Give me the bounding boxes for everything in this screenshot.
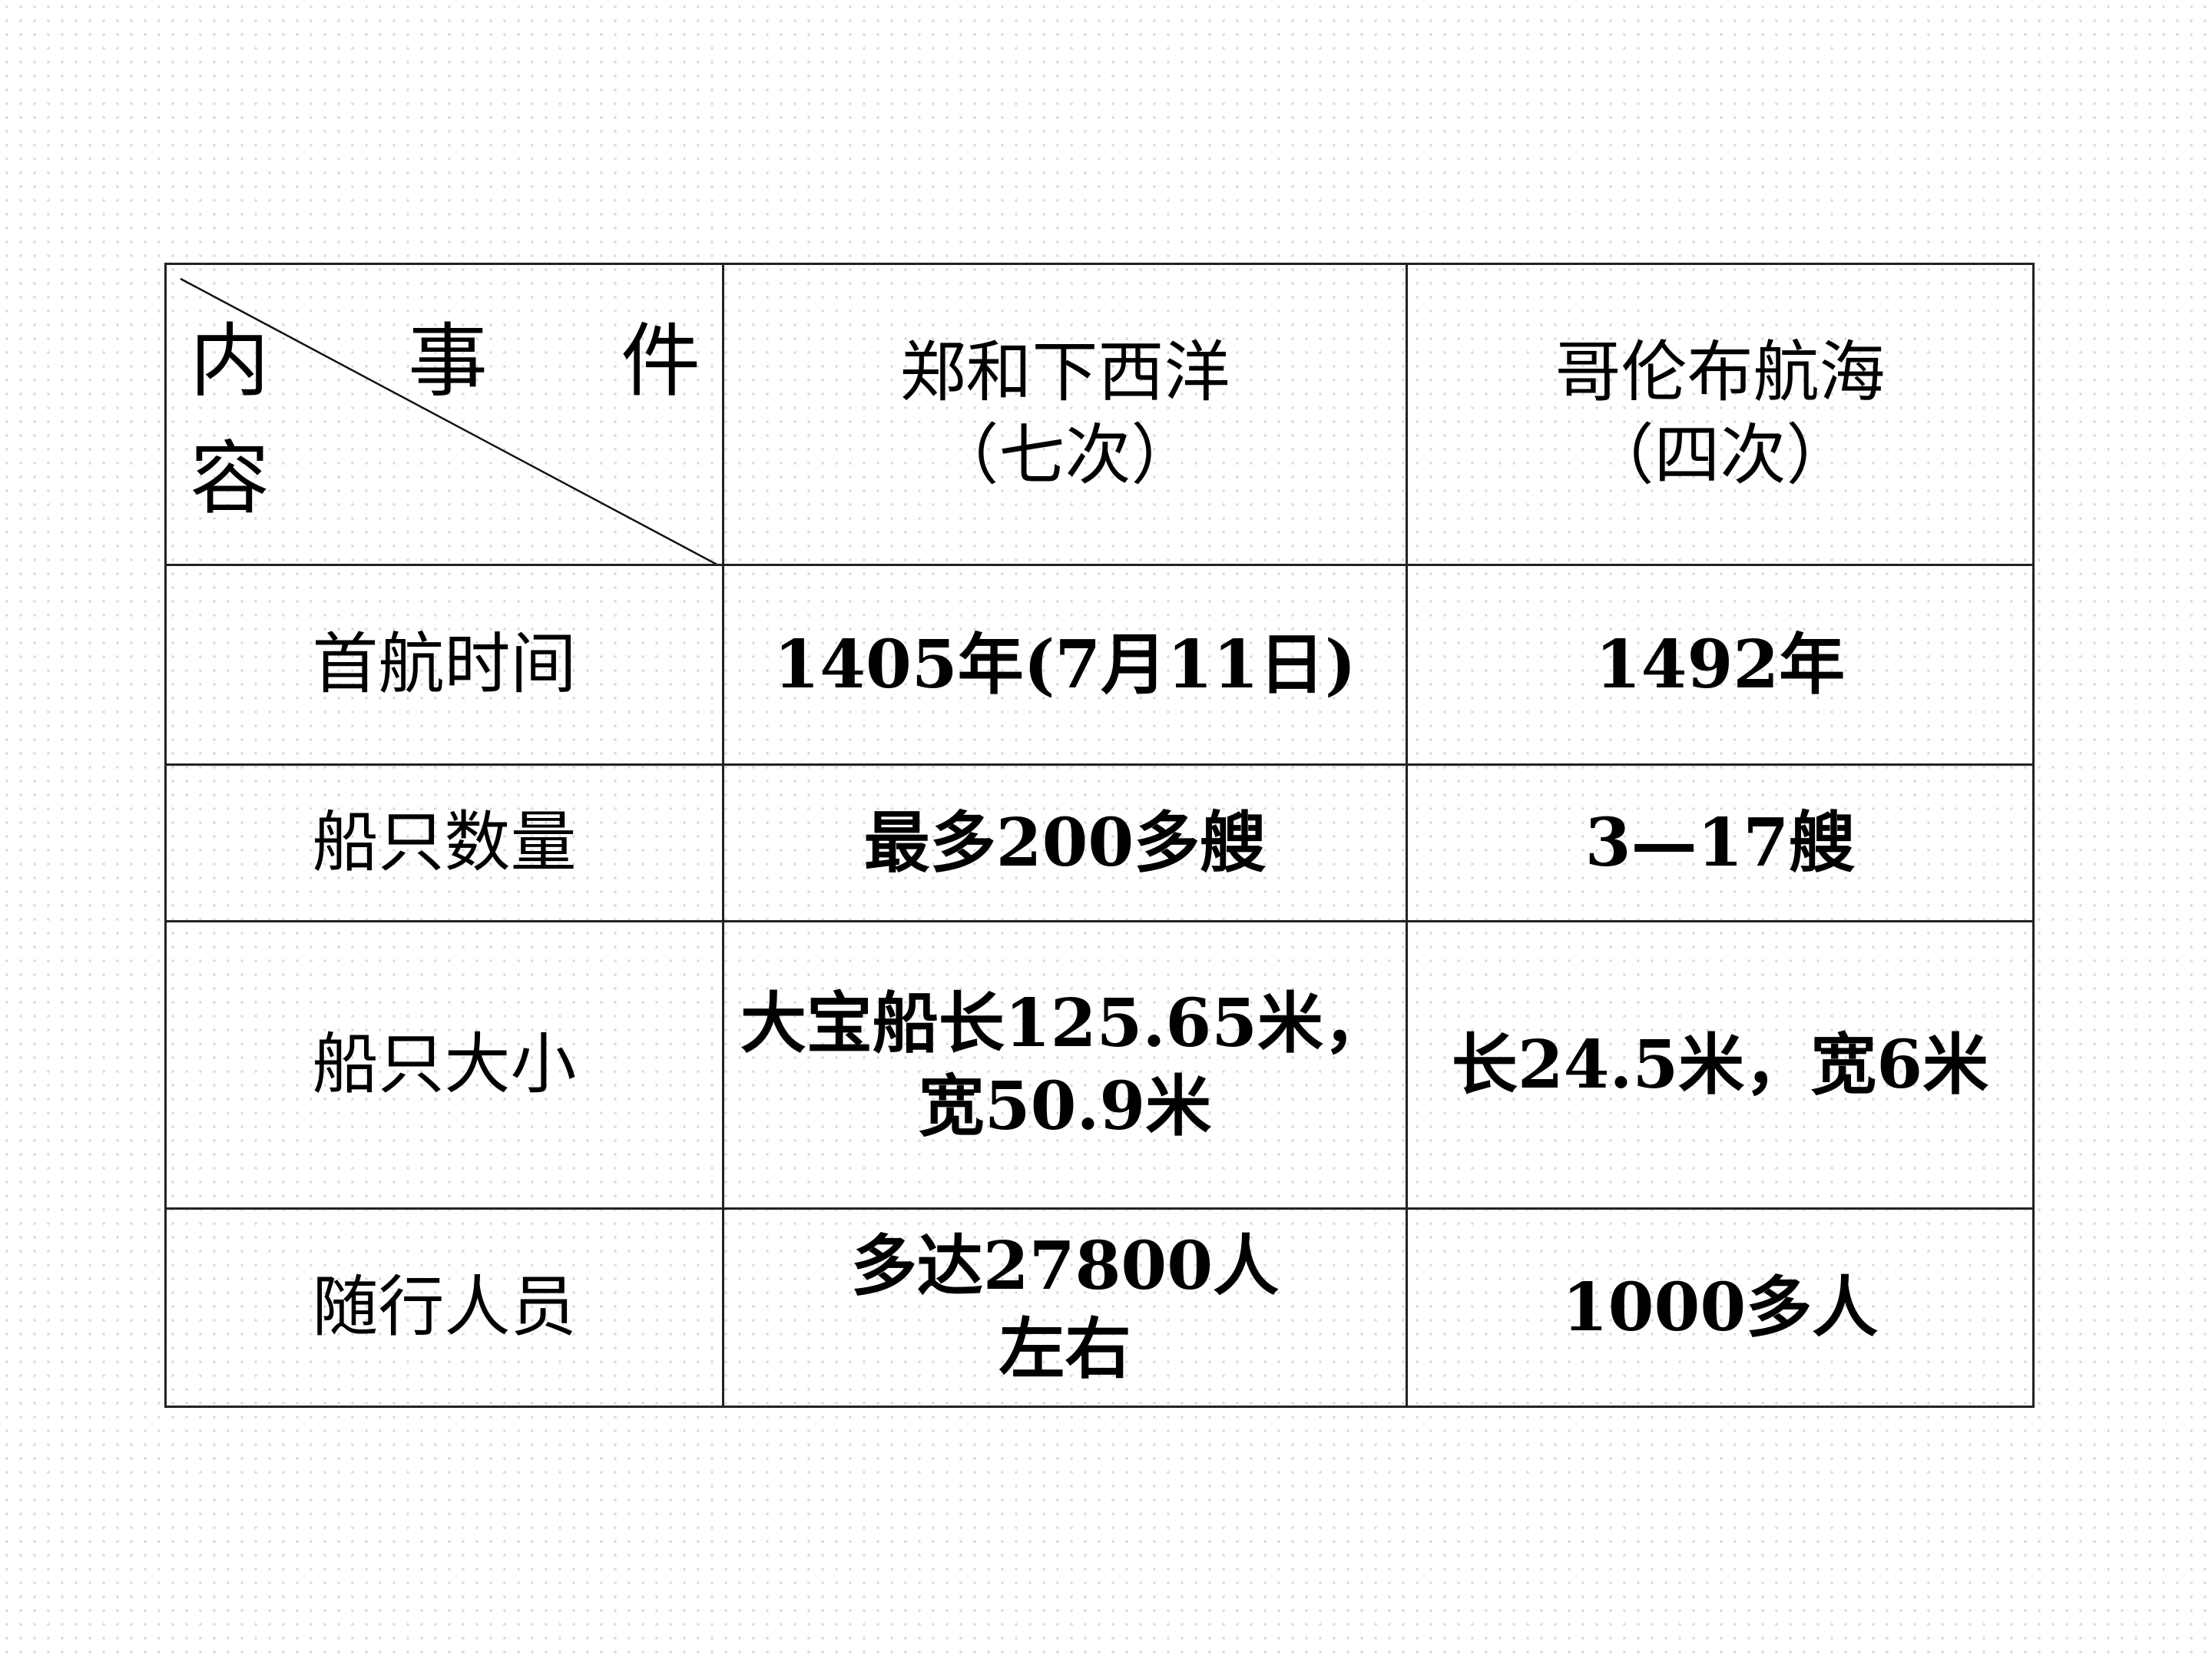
cell-columbus: 1492年 xyxy=(1406,564,2035,766)
row-label: 随行人员 xyxy=(164,1207,724,1408)
column-note: （四次） xyxy=(1588,416,1853,494)
corner-header-cell: 内 事 件 容 xyxy=(164,263,724,566)
cell-line: 多达27800人 xyxy=(850,1227,1280,1305)
corner-top-labels: 内 事 件 xyxy=(190,311,700,411)
column-note: （七次） xyxy=(932,416,1197,494)
cell-line: 长24.5米，宽6米 xyxy=(1451,1025,1989,1104)
column-header-columbus: 哥伦布航海 （四次） xyxy=(1406,263,2035,566)
cell-columbus: 3—17艘 xyxy=(1406,763,2035,922)
cell-columbus: 长24.5米，宽6米 xyxy=(1406,920,2035,1210)
corner-label-content-top: 内 xyxy=(190,314,270,408)
table-row: 首航时间 1405年(7月11日) 1492年 xyxy=(164,564,2035,766)
table-row: 船只数量 最多200多艘 3—17艘 xyxy=(164,763,2035,922)
table-header-row: 内 事 件 容 郑和下西洋 （七次） 哥伦布航海 （四次） xyxy=(164,263,2035,566)
cell-line: 宽50.9米 xyxy=(918,1067,1212,1145)
row-label: 首航时间 xyxy=(164,564,724,766)
corner-label-content-bottom: 容 xyxy=(190,432,270,525)
table-row: 船只大小 大宝船长125.65米， 宽50.9米 长24.5米，宽6米 xyxy=(164,920,2035,1210)
column-title: 哥伦布航海 xyxy=(1555,334,1886,411)
cell-line: 左右 xyxy=(998,1310,1131,1388)
corner-label-event: 事 件 xyxy=(407,314,754,408)
cell-line: 最多200多艘 xyxy=(863,803,1267,882)
cell-line: 1000多人 xyxy=(1561,1268,1879,1346)
diagonal-divider xyxy=(180,277,718,564)
cell-columbus: 1000多人 xyxy=(1406,1207,2035,1408)
cell-line: 1405年(7月11日) xyxy=(773,625,1356,704)
cell-zheng-he: 最多200多艘 xyxy=(722,763,1408,922)
row-label: 船只大小 xyxy=(164,920,724,1210)
column-title: 郑和下西洋 xyxy=(899,334,1230,411)
cell-zheng-he: 1405年(7月11日) xyxy=(722,564,1408,766)
column-header-zheng-he: 郑和下西洋 （七次） xyxy=(722,263,1408,566)
cell-zheng-he: 大宝船长125.65米， 宽50.9米 xyxy=(722,920,1408,1210)
cell-line: 大宝船长125.65米， xyxy=(740,985,1390,1062)
table-row: 随行人员 多达27800人 左右 1000多人 xyxy=(164,1207,2035,1408)
row-label: 船只数量 xyxy=(164,763,724,922)
comparison-table: 内 事 件 容 郑和下西洋 （七次） 哥伦布航海 （四次） 首航时间 1405年… xyxy=(164,263,2035,1408)
cell-zheng-he: 多达27800人 左右 xyxy=(722,1207,1408,1408)
cell-line: 3—17艘 xyxy=(1584,803,1856,882)
cell-line: 1492年 xyxy=(1594,625,1846,704)
